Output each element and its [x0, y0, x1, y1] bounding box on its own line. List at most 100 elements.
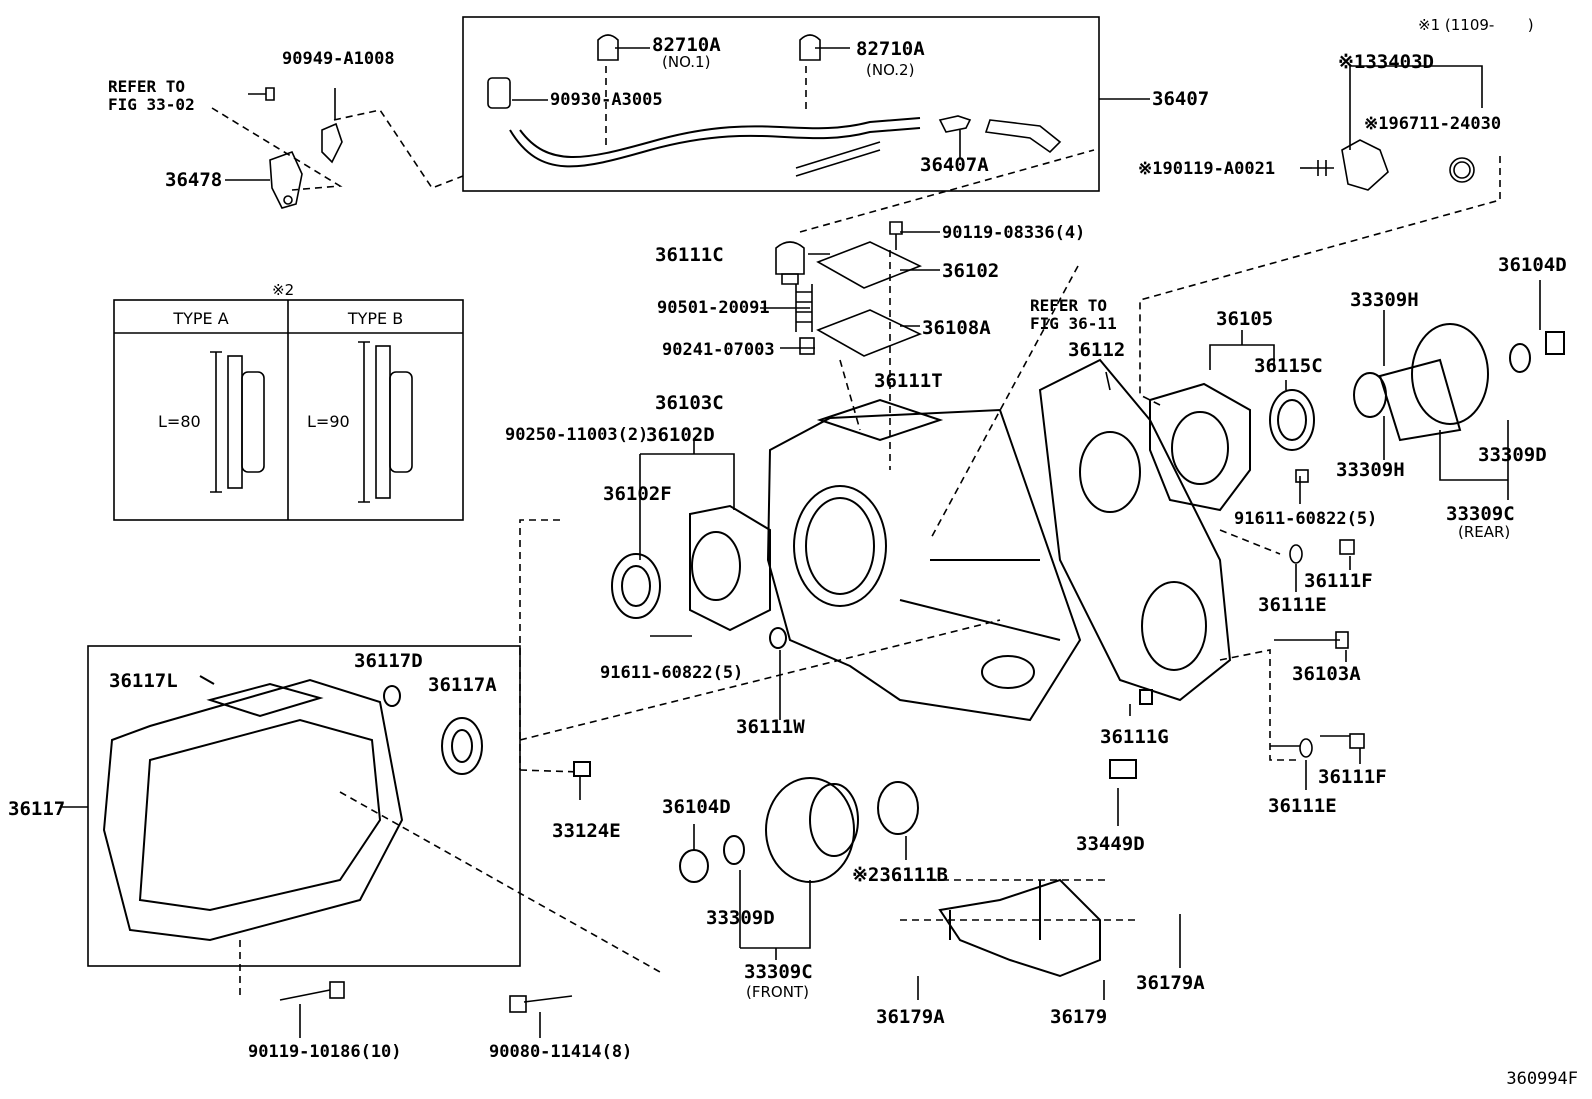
part-label[interactable]: 33309D	[706, 907, 775, 929]
part-label[interactable]: 36104D	[662, 796, 731, 818]
part-label[interactable]: 36111F	[1318, 766, 1387, 788]
leader-lines-topleft	[225, 88, 336, 181]
dashed-leaders-right	[1219, 529, 1300, 761]
part-label[interactable]: 90501-20091	[657, 298, 770, 318]
case-cover-36112-drawing	[1038, 358, 1232, 702]
part-label[interactable]: 90930-A3005	[550, 90, 663, 110]
box-36407	[462, 16, 1100, 192]
cover-parts-drawing	[775, 221, 923, 357]
bottom-bolts-drawing	[279, 981, 573, 1013]
part-label[interactable]: 90250-11003(2)	[505, 425, 649, 445]
leaders-flange	[1383, 280, 1541, 500]
part-label[interactable]: 36179A	[1136, 972, 1205, 994]
extension-housing-drawing	[1149, 382, 1315, 512]
part-label[interactable]: 36111E	[1268, 795, 1337, 817]
type-a-header: TYPE A	[173, 309, 229, 328]
transfer-case-drawing	[766, 398, 1082, 722]
leaders-front-flange	[579, 776, 907, 960]
part-label[interactable]: 36179A	[876, 1006, 945, 1028]
label-no2: (NO.2)	[866, 61, 915, 79]
dashed-leaders-cover	[839, 250, 1079, 541]
leaders-bottom	[299, 1004, 541, 1038]
leaders-cover	[760, 231, 940, 349]
tube-assembly-drawing	[487, 34, 1062, 177]
part-label[interactable]: 91611-60822(5)	[1234, 509, 1378, 529]
leaders-skid	[917, 704, 1181, 1000]
part-label[interactable]: ※190119-A0021	[1138, 159, 1276, 179]
part-label[interactable]: 33449D	[1076, 833, 1145, 855]
type-b-header: TYPE B	[347, 309, 404, 328]
part-label[interactable]: 33124E	[552, 820, 621, 842]
part-label[interactable]: 36102F	[603, 483, 672, 505]
refer-fig-33-02[interactable]: REFER TO FIG 33-02	[108, 77, 195, 115]
table-mark: ※2	[272, 281, 295, 299]
part-label[interactable]: 36407A	[920, 154, 989, 176]
part-label[interactable]: 36102	[942, 260, 1000, 282]
part-label[interactable]: ※236111B	[852, 864, 948, 886]
leaders-right	[1295, 476, 1361, 790]
part-label[interactable]: 36111F	[1304, 570, 1373, 592]
refer-36-line2: FIG 36-11	[1030, 314, 1117, 334]
part-label[interactable]: 36108A	[922, 317, 991, 339]
part-label[interactable]: 36179	[1050, 1006, 1108, 1028]
front-retainer-drawing	[611, 504, 787, 649]
refer-33-line1: REFER TO	[108, 77, 186, 96]
seal-type-a-drawing	[210, 351, 265, 493]
part-label[interactable]: 33309H	[1336, 459, 1405, 481]
part-label[interactable]: 82710A	[652, 34, 721, 56]
part-label[interactable]: ※133403D	[1338, 51, 1434, 73]
leaders-36105	[1105, 330, 1287, 391]
type-a-length: L=80	[158, 412, 201, 431]
part-label[interactable]: 36103C	[655, 392, 724, 414]
dashed-leader-sensor	[1139, 156, 1501, 406]
seal-type-b-drawing	[358, 341, 413, 503]
part-label[interactable]: 36105	[1216, 308, 1274, 330]
part-label[interactable]: 36478	[165, 169, 223, 191]
part-label[interactable]: 36117A	[428, 674, 497, 696]
part-label[interactable]: 36103A	[1292, 663, 1361, 685]
leaders-tube	[512, 47, 961, 158]
part-label[interactable]: 36115C	[1254, 355, 1323, 377]
part-label[interactable]: 36111E	[1258, 594, 1327, 616]
part-label[interactable]: 36111T	[874, 370, 943, 392]
part-label[interactable]: 36104D	[1498, 254, 1567, 276]
serial-range-note: ※1 (1109- )	[1418, 16, 1534, 34]
part-label[interactable]: 91611-60822(5)	[600, 663, 744, 683]
refer-33-line2: FIG 33-02	[108, 95, 195, 115]
speed-sensor-drawing	[1300, 65, 1483, 191]
refer-fig-36-11[interactable]: REFER TO FIG 36-11	[1030, 296, 1117, 334]
part-label[interactable]: 36111G	[1100, 726, 1169, 748]
adapter-housing-drawing	[102, 675, 483, 942]
part-label[interactable]: 36407	[1152, 88, 1210, 110]
part-label[interactable]: 36117L	[109, 670, 178, 692]
dashed-leaders-tube	[605, 66, 1095, 233]
part-label[interactable]: 36102D	[646, 424, 715, 446]
part-label[interactable]: 33309C	[744, 961, 813, 983]
part-label[interactable]: 36117	[8, 798, 66, 820]
box-36117	[87, 645, 521, 967]
right-bolts-drawing	[1270, 469, 1365, 758]
part-label[interactable]: 90119-08336(4)	[942, 223, 1086, 243]
part-label[interactable]: 33309D	[1478, 444, 1547, 466]
part-label[interactable]: 36111C	[655, 244, 724, 266]
label-front: (FRONT)	[746, 983, 809, 1001]
figure-id: 360994F	[1506, 1069, 1578, 1089]
part-label[interactable]: 90241-07003	[662, 340, 775, 360]
part-label[interactable]: 82710A	[856, 38, 925, 60]
part-label[interactable]: 33309H	[1350, 289, 1419, 311]
part-label[interactable]: 33309C	[1446, 503, 1515, 525]
dashed-leaders-housing	[239, 519, 1140, 1000]
part-label[interactable]: 90949-A1008	[282, 49, 395, 69]
clamp-36478-drawing	[248, 87, 343, 209]
part-label[interactable]: 36111W	[736, 716, 805, 738]
label-rear: (REAR)	[1458, 523, 1511, 541]
type-b-length: L=90	[307, 412, 350, 431]
skid-plate-36179-drawing	[938, 689, 1153, 978]
part-label[interactable]: ※196711-24030	[1364, 114, 1502, 134]
part-label[interactable]: 36112	[1068, 339, 1126, 361]
part-label[interactable]: 36117D	[354, 650, 423, 672]
rear-flange-drawing	[1353, 323, 1565, 442]
part-label[interactable]: 90119-10186(10)	[248, 1042, 402, 1062]
part-label[interactable]: 90080-11414(8)	[489, 1042, 633, 1062]
